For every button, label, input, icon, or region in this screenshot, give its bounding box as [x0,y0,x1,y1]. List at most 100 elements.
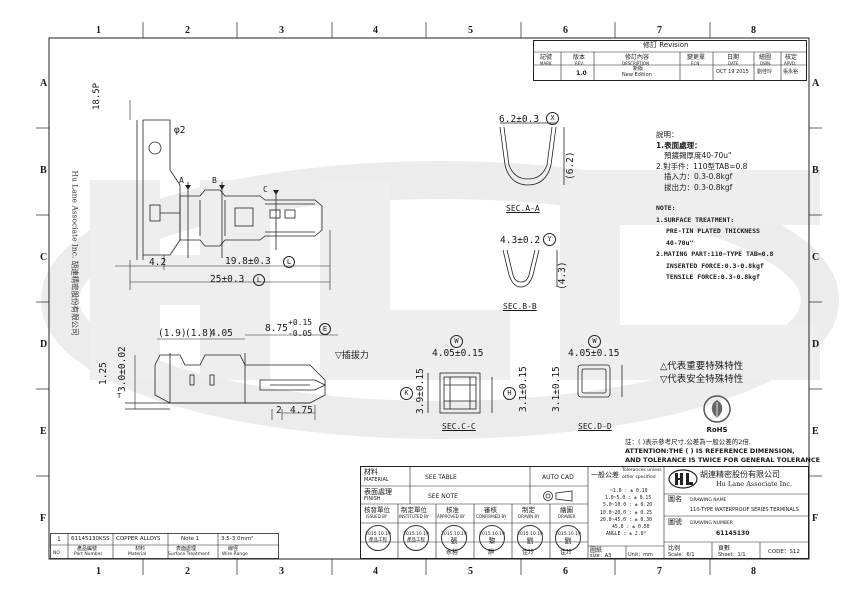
zone-number-bottom-3: 3 [279,566,284,577]
sec-dd-tag-w: W [588,335,601,348]
drawing-name-zh: 圖名 [668,495,682,503]
section-marker-b: B [212,176,217,185]
sheet-value: Sheet：1/1 [718,552,746,558]
parts-header-no: NO. [53,551,62,556]
zone-letter-right-a: A [812,78,820,89]
tolerance-row-0: ~1.0 : ± 0.10 [610,489,648,494]
zone-letter-right-d: D [812,339,820,350]
rev-row-desc-en: New Edition [622,72,652,78]
note-en-0: NOTE: [656,204,676,212]
stamp-confirmed: 2015.10.19 黎 [479,525,505,551]
zone-letter-right-b: B [812,165,819,176]
parts-header-part-zh: 產品編號 [77,546,98,552]
note-zh-4: 插入力：0.3-0.8kgf [664,172,733,181]
tolerance-row-3: 10.0~20.0 : ± 0.25 [600,510,652,516]
footnote-zh: 註：( )表示參考尺寸,公差為一般公差的2倍. [625,438,751,446]
zone-letter-left-c: C [40,252,48,263]
section-cc-drawing [427,372,493,414]
zone-number-bottom-4: 4 [373,566,378,577]
stamp-instituted: 2015.10.19 產品工程 [403,525,429,551]
sec-dd-label: SEC.D-D [578,422,612,431]
note-en-3: 40-70u" [666,238,694,247]
footnote-en-2: AND TOLERANCE IS TWICE FOR GENERAL TOLER… [625,456,821,464]
sec-cc-label: SEC.C-C [442,422,476,431]
approval-issued-en: ISSUED BY [366,514,388,519]
zone-number-bottom-5: 5 [468,566,473,577]
stamp-drawn-name: 劉 [526,537,534,545]
zone-letter-left-d: D [40,339,48,350]
zone-number-top-5: 5 [468,25,473,36]
parts-header-wire-zh: 線徑 [228,546,239,552]
material-label-en: MATERIAL [364,477,389,483]
rev-header-date-zh: 日期 [727,54,740,61]
revision-table-grid [533,40,807,81]
stamp-approved-name: 張 [450,537,458,545]
note-en-4: 2.MATING PART:110-TYPE TAB=0.8 [656,250,774,258]
zone-number-top-4: 4 [373,25,378,36]
insert-force-label: ▽插拔力 [335,351,369,361]
rev-header-apvd-zh: 核定 [785,54,798,61]
zone-number-bottom-6: 6 [563,566,568,577]
rev-header-rev-zh: 版本 [573,54,586,61]
section-aa-drawing [499,122,565,186]
parts-table-grid [50,533,279,559]
stamp-instituted-name: 產品工程 [407,538,425,543]
zone-number-bottom-7: 7 [657,566,662,577]
stamp-drawer: 2015.10.19 劉 [555,525,581,551]
sec-dd-dim-3-1: 3.1±0.15 [551,366,562,412]
approval-drawer-en: DRAWER [558,514,576,519]
dim-4-05: 4.05 [210,328,233,339]
parts-header-material-zh: 材料 [135,546,146,552]
drawing-name-en: DRAWING NAME [690,498,727,503]
dim-4-2: 4.2 [149,257,167,268]
approval-drawn-en: DRAWN BY [518,514,540,519]
revision-title: 修訂 Revision [643,41,689,49]
rev-row-rev: 1.0 [576,70,587,77]
zone-number-top-8: 8 [751,25,756,36]
dim-phi2: φ2 [174,125,186,136]
drawing-number-value: 61145130 [716,530,750,537]
stamp-drawer-name: 劉 [564,537,572,545]
sec-cc-dim: 4.05±0.15 [432,348,484,359]
section-dd-drawing [577,364,623,398]
sec-cc-tag-h: H [503,387,516,400]
reference-footnote: 註：( )表示參考尺寸,公差為一般公差的2倍. ATTENTION:THE ( … [625,438,820,465]
zone-letter-right-f: F [812,513,819,524]
rev-header-desc-zh: 修訂內容 [625,54,650,61]
zone-number-top-6: 6 [563,25,568,36]
stamp-approved: 2015.10.19 張 [441,525,467,551]
stamp-issued: 2015.10.19 產品工程 [365,525,391,551]
parts-header-material-en: Material [128,552,147,557]
parts-header-treatment-zh: 表面處理 [176,546,197,552]
tolerance-table: ~1.0 : ± 0.10 1.0~5.0 : ± 0.15 5.0~10.0 … [600,488,652,538]
note-en-6: TENSILE FORCE:0.3-0.8kgf [666,273,760,281]
rev-row-desc-zh: 新版 [633,66,644,72]
vertical-company-text: Hu Lane Associate Inc. 胡連精密股份有限公司 [70,170,80,336]
section-marker-c: C [263,185,268,194]
section-bb-drawing [502,249,558,288]
legend-safety: ▽代表安全特殊特性 [660,374,744,385]
sec-cc-tag-w: W [450,335,463,348]
auto-cad-label: AUTO CAD [542,474,574,481]
note-en-1: 1.SURFACE TREATMENT: [656,215,735,224]
sec-aa-label: SEC.A-A [506,204,540,213]
sec-dd-dim: 4.05±0.15 [568,348,620,359]
finish-label-en: FINISH [364,496,381,502]
parts-row-no: 1 [57,536,61,543]
parts-row-material: COPPER ALLOYS [116,536,161,542]
tolerance-row-4: 20.0~45.0 : ± 0.30 [600,517,652,523]
notes-english: NOTE: 1.SURFACE TREATMENT: PRE-TIN PLATE… [656,203,773,284]
terminal-side-view [115,100,331,290]
note-zh-5: 拔出力：0.3-0.8kgf [664,182,733,192]
signer-drawer: 佳玲 [560,549,573,556]
rev-header-ecn-en: ECN [691,61,700,66]
dim-18-5p: 18.5P [92,82,102,110]
note-zh-0: 說明： [656,130,679,139]
notes-chinese: 說明： 1.表面處理： 預鍍錫厚度40-70u" 2.對手件：110型TAB=0… [656,130,747,193]
zone-number-top-2: 2 [185,25,190,36]
stamp-issued-date: 2015.10.19 [365,532,391,537]
section-marker-a: A [179,176,184,185]
paper-size-zh: 圖紙 [590,547,603,554]
dim-1-8: (1.8) [185,328,214,339]
